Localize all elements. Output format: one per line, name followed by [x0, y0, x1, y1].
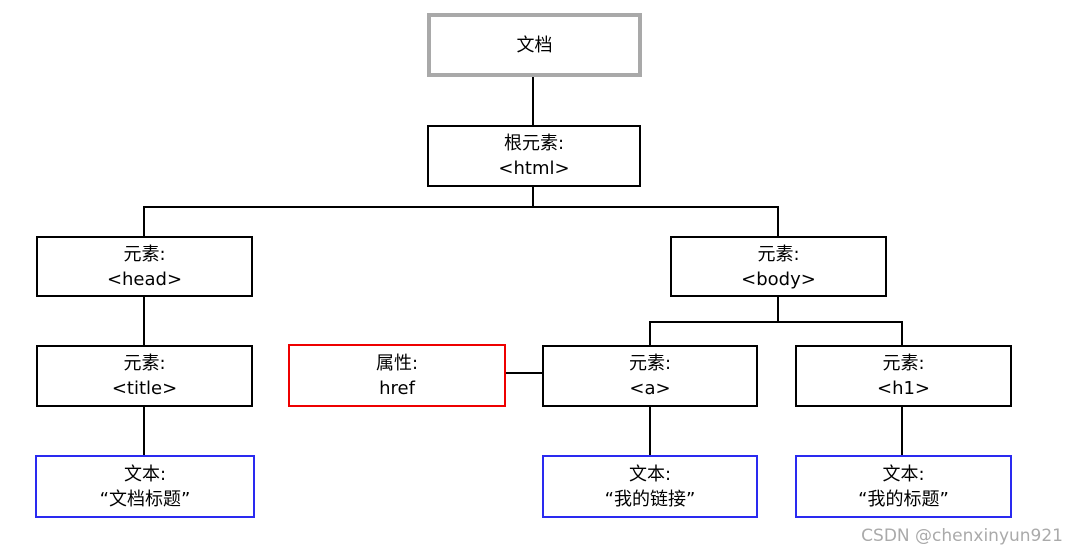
node-type-label: 根元素:	[503, 133, 565, 154]
node-document-label: 文档	[516, 34, 553, 56]
connector-line	[532, 187, 534, 208]
node-text-my-link: 文本: “我的链接”	[542, 455, 758, 518]
node-type-label: 元素:	[882, 353, 925, 374]
node-type-label: 属性:	[375, 352, 419, 374]
connector-line	[649, 407, 651, 455]
node-type-label: 元素:	[757, 243, 800, 265]
node-text-my-heading: 文本: “我的标题”	[795, 455, 1012, 518]
node-type-label: 文本:	[123, 463, 167, 485]
node-value: <title>	[111, 378, 178, 399]
node-value: “文档标题”	[99, 488, 191, 510]
connector-line	[143, 297, 145, 345]
connector-line	[901, 321, 903, 345]
node-value: <body>	[741, 268, 816, 290]
node-type-label: 元素:	[123, 353, 166, 374]
node-value: <h1>	[876, 378, 931, 399]
node-document: 文档	[427, 13, 642, 77]
node-text-document-title: 文本: “文档标题”	[35, 455, 255, 518]
connector-line	[649, 321, 651, 345]
connector-line	[143, 206, 779, 208]
connector-line	[506, 372, 542, 374]
node-value: “我的标题”	[858, 488, 949, 510]
node-type-label: 文本:	[628, 463, 672, 485]
node-value: <a>	[629, 378, 671, 399]
node-type-label: 元素:	[628, 353, 672, 374]
csdn-watermark: CSDN @chenxinyun921	[861, 526, 1063, 546]
node-element-h1: 元素: <h1>	[795, 345, 1012, 407]
node-element-a: 元素: <a>	[542, 345, 758, 407]
connector-line	[532, 77, 534, 125]
node-value: href	[379, 377, 415, 399]
node-value: <html>	[498, 158, 570, 179]
connector-line	[649, 321, 903, 323]
connector-line	[901, 407, 903, 455]
connector-line	[143, 407, 145, 455]
node-type-label: 文本:	[882, 463, 925, 485]
node-type-label: 元素:	[123, 243, 166, 265]
node-value: <head>	[106, 268, 183, 290]
node-attribute-href: 属性: href	[288, 344, 506, 407]
node-value: “我的链接”	[604, 488, 696, 510]
node-element-body: 元素: <body>	[670, 236, 887, 297]
node-root-element-html: 根元素: <html>	[427, 125, 641, 187]
connector-line	[777, 206, 779, 236]
node-element-title: 元素: <title>	[36, 345, 253, 407]
connector-line	[143, 206, 145, 236]
connector-line	[777, 297, 779, 323]
node-element-head: 元素: <head>	[36, 236, 253, 297]
